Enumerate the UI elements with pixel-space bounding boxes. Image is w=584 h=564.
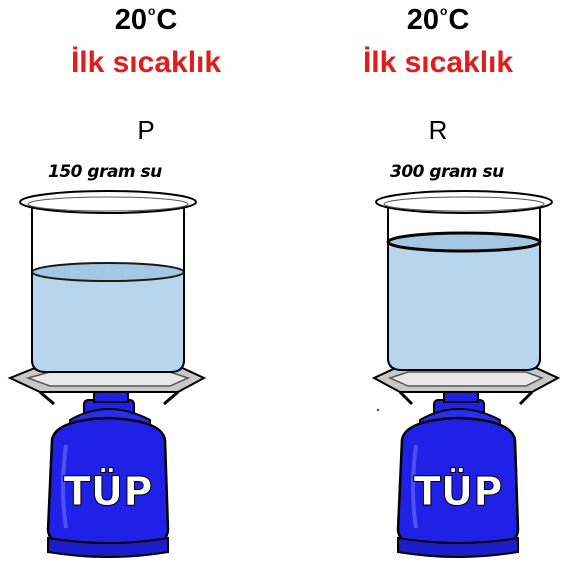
initial-temperature-label: İlk sıcaklık [70, 46, 222, 79]
setup-p: 20oC İlk sıcaklık P 150 gram su TÜP [7, 4, 222, 558]
water-amount-label: 150 gram su [48, 162, 162, 182]
setup-r: 20oC İlk sıcaklık R 300 gram su TÜP [292, 0, 584, 564]
setup-r-illustration: TÜP [371, 190, 561, 558]
initial-temperature-value: 20oC [406, 4, 470, 36]
container-letter: R [428, 115, 448, 145]
water-fill [388, 242, 540, 370]
container-letter: P [137, 115, 155, 145]
water-amount-label: 300 gram su [390, 162, 504, 182]
cylinder-label: TÜP [63, 467, 152, 515]
cylinder-label: TÜP [413, 467, 502, 515]
speck [376, 408, 380, 412]
setup-p-illustration: TÜP [7, 190, 207, 558]
initial-temperature-label: İlk sıcaklık [362, 46, 514, 79]
gas-cylinder-icon: TÜP [46, 399, 170, 558]
beaker-icon [19, 190, 197, 373]
burner-grate-icon [371, 365, 561, 406]
initial-temperature-value: 20oC [114, 4, 178, 36]
beaker-icon [375, 190, 553, 371]
gas-cylinder-icon: TÜP [396, 399, 520, 558]
water-fill [32, 272, 184, 372]
